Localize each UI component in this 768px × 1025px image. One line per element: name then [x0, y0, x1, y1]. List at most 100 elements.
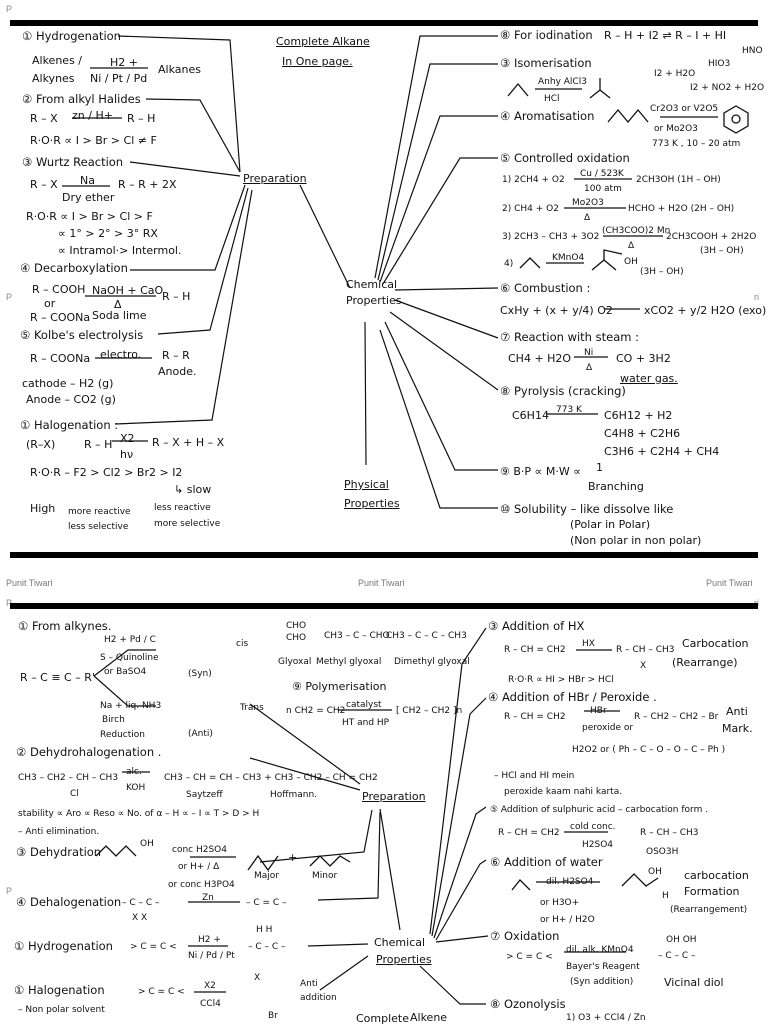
note-text: R – H: [162, 290, 191, 303]
note-text: – C – C –: [122, 898, 160, 908]
note-text: C3H6 + C2H4 + CH4: [604, 445, 720, 458]
note-text: R – CH2 – CH2 – Br: [634, 712, 719, 722]
note-text: 1) 2CH4 + O2: [502, 175, 565, 185]
note-text: ② From alkyl Halides: [22, 92, 141, 106]
footer-author-right: Punit Tiwari: [706, 578, 753, 588]
note-text: Anti: [300, 979, 318, 989]
alkane-page: P P ri: [6, 4, 767, 558]
note-text: Reduction: [100, 730, 145, 740]
note-text: Dry ether: [62, 191, 115, 204]
note-text: (Polar in Polar): [570, 518, 651, 531]
note-text: Vicinal diol: [664, 976, 724, 989]
watermark-p: P: [6, 4, 13, 14]
note-text: [ CH2 – CH2 ]n: [396, 706, 463, 716]
note-text: ⑤ Kolbe's electrolysis: [20, 328, 144, 342]
note-text: less reactive: [154, 503, 211, 513]
note-text: X2: [204, 981, 216, 991]
note-text: 3) 2CH3 – CH3 + 3O2: [502, 232, 600, 242]
note-text: ③ Isomerisation: [500, 56, 592, 70]
note-text: H2 +: [110, 56, 138, 69]
note-text: Cl: [70, 789, 79, 799]
note-text: – Non polar solvent: [18, 1005, 105, 1015]
note-text: OH: [140, 839, 154, 849]
note-text: R – H + I2 ⇌ R – I + HI: [604, 29, 727, 42]
connector-lines: [62, 35, 749, 509]
note-text: Trans: [240, 703, 264, 713]
note-text: ① Halogenation: [14, 983, 105, 997]
note-text: Minor: [312, 871, 338, 881]
note-text: ⑨ Polymerisation: [292, 680, 387, 693]
note-text: Carbocation: [682, 637, 749, 650]
note-text: 4): [504, 259, 514, 269]
note-text: HX: [582, 639, 595, 649]
note-text: C4H8 + C2H6: [604, 427, 681, 440]
note-text: more selective: [154, 519, 221, 529]
note-text: R – CH – CH3: [616, 645, 675, 655]
note-text: > C = C <: [506, 952, 553, 962]
top-border-bar: [10, 603, 758, 609]
note-text: > C = C <: [138, 987, 185, 997]
note-text: Anhy AlCl3: [538, 77, 587, 87]
note-text: Birch: [102, 715, 125, 725]
note-text: 2CH3COOH + 2H2O: [666, 232, 757, 242]
footer-title-alkene: Alkene: [410, 1011, 448, 1024]
note-text: more reactive: [68, 507, 131, 517]
note-text: ① From alkynes.: [18, 619, 112, 633]
note-text: or BaSO4: [104, 667, 147, 677]
note-text: Alkanes: [158, 63, 201, 76]
note-text: H2 +: [198, 935, 221, 945]
note-text: dil. alk. KMnO4: [566, 945, 634, 955]
note-text: ③ Addition of HX: [488, 619, 585, 633]
note-text: Cu / 523K: [580, 169, 624, 179]
note-text: H2O2 or ( Ph – C – O – O – C – Ph ): [572, 745, 726, 755]
note-text: CHO: [286, 621, 307, 631]
note-text: hν: [120, 448, 134, 461]
note-text: – Anti elimination.: [18, 827, 100, 837]
note-text: peroxide kaam nahi karta.: [504, 787, 623, 797]
note-text: ① Hydrogenation: [14, 939, 113, 953]
note-text: R·O·R – F2 > Cl2 > Br2 > I2: [30, 466, 183, 479]
note-text: Alkenes /: [32, 54, 82, 67]
note-text: Anode – CO2 (g): [26, 393, 116, 406]
top-border-bar: [10, 20, 758, 26]
watermark-p: P: [6, 598, 13, 608]
note-text: (Syn addition): [570, 977, 634, 987]
note-text: CO + 3H2: [616, 352, 671, 365]
note-text: – HCl and HI mein: [494, 771, 575, 781]
note-text: R – H: [127, 112, 156, 125]
note-text: Branching: [588, 480, 644, 493]
watermark-p-mid: P: [6, 292, 13, 302]
note-text: ⑧ Ozonolysis: [490, 997, 566, 1011]
note-text: or: [44, 297, 56, 310]
note-text: H H: [256, 925, 273, 935]
note-text: X2: [120, 432, 135, 445]
note-text: R – H: [84, 438, 113, 451]
note-text: Glyoxal: [278, 657, 312, 667]
note-text: R – X: [30, 178, 58, 191]
note-text: ⑨ B·P ∝ M·W ∝: [500, 465, 582, 478]
center-label-2: Properties: [376, 953, 432, 966]
note-text: Hoffmann.: [270, 790, 318, 800]
note-text: H2SO4: [582, 840, 614, 850]
note-text: R – X + H – X: [152, 436, 225, 449]
note-text: cis: [236, 639, 249, 649]
note-text: Mark.: [722, 722, 753, 735]
note-text: ⑥ Combustion :: [500, 281, 591, 295]
note-text: 2) CH4 + O2: [502, 204, 559, 214]
note-text: +: [288, 851, 298, 864]
note-text: Soda lime: [92, 309, 147, 322]
note-text: HBr: [590, 706, 607, 716]
note-text: Anti: [726, 705, 748, 718]
footer-author-left: Punit Tiwari: [6, 578, 53, 588]
note-text: Saytzeff: [186, 790, 223, 800]
note-text: High: [30, 502, 56, 515]
note-text: ③ Wurtz Reaction: [22, 155, 124, 169]
note-text: peroxide or: [582, 723, 634, 733]
note-text: OH: [624, 257, 638, 267]
note-text: CH3 – C – C – CH3: [386, 631, 467, 641]
note-text: R·O·R ∝ I > Br > Cl ≠ F: [30, 134, 157, 147]
note-text: R – R + 2X: [118, 178, 177, 191]
preparation-label: Preparation: [362, 790, 426, 803]
note-text: ⑦ Reaction with steam :: [500, 330, 639, 344]
note-text: 773 K , 10 – 20 atm: [652, 139, 741, 149]
